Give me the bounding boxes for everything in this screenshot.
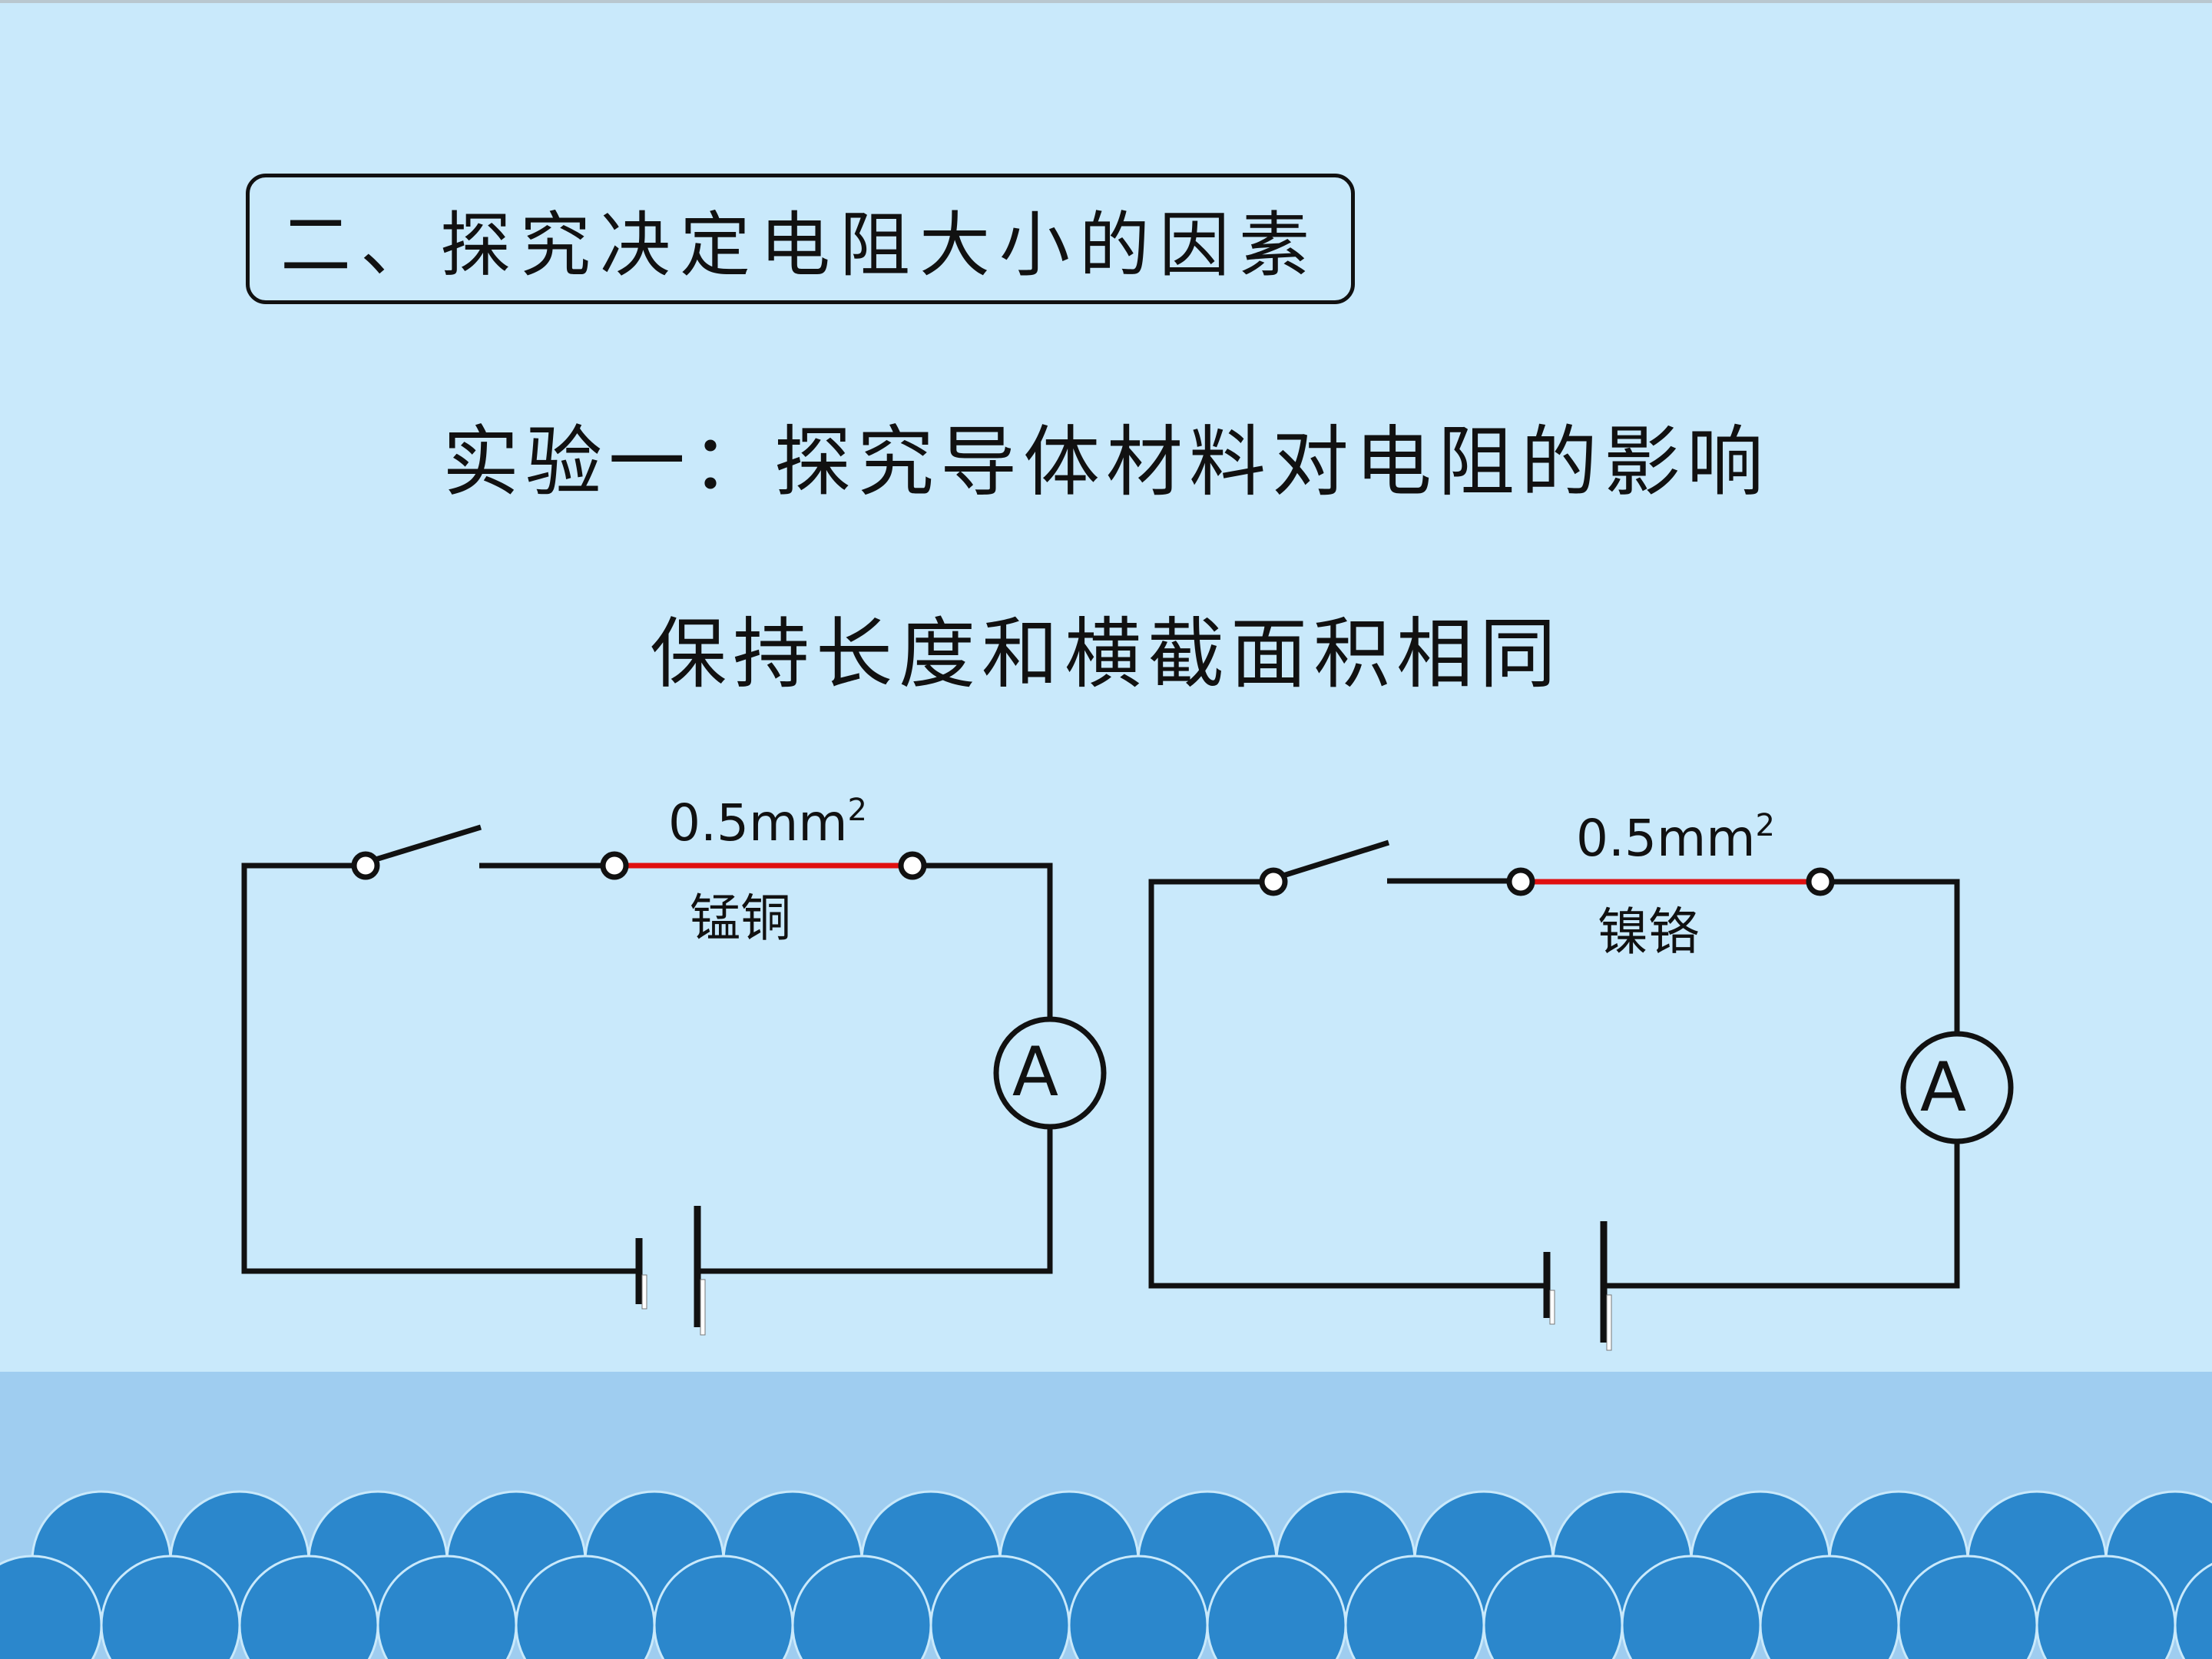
circuit-left-terminal-b — [898, 851, 927, 880]
circuit-right-wire-left — [1148, 879, 1547, 1289]
circuit-left-battery-short-shadow — [641, 1274, 647, 1310]
circuit-left-ammeter-label: A — [1012, 1032, 1058, 1111]
top-border-line — [0, 0, 2212, 3]
circuit-right-battery-long-shadow — [1606, 1294, 1612, 1351]
circuit-right-wire-bottom — [1605, 1143, 1960, 1289]
condition-text: 保持长度和横截面积相同 — [650, 609, 1562, 699]
circuit-left: A 0.5mm2 锰铜 — [241, 793, 1107, 1336]
circuit-left-wire-right — [922, 863, 1053, 1019]
circuit-left-battery-long-shadow — [700, 1279, 706, 1336]
circuit-right-battery-short-shadow — [1549, 1290, 1555, 1325]
circuit-right-ammeter[interactable] — [1900, 1031, 2014, 1144]
wave-scallop — [2174, 1562, 2212, 1659]
experiment-title: 实验一：探究导体材料对电阻的影响 — [442, 417, 1770, 507]
circuit-left-terminal-a — [600, 851, 629, 880]
circuit-left-area-label: 0.5mm2 — [668, 793, 867, 853]
circuit-right-switch-terminal — [1259, 867, 1288, 896]
section-title: 二、探究决定电阻大小的因素 — [246, 174, 1355, 304]
circuit-right-material-label: 镍铬 — [1598, 902, 1699, 962]
circuit-left-ammeter[interactable] — [993, 1016, 1107, 1130]
circuit-right-switch-blade — [1272, 839, 1390, 882]
circuit-left-material-label: 锰铜 — [690, 889, 791, 948]
circuit-left-wire-bottom — [697, 1127, 1053, 1274]
circuit-right-terminal-a — [1506, 867, 1535, 896]
circuit-right-ammeter-label: A — [1920, 1048, 1966, 1127]
circuit-right-area-label: 0.5mm2 — [1576, 808, 1775, 868]
circuit-right-wire-right — [1830, 879, 1960, 1032]
circuit-right-terminal-b — [1806, 867, 1835, 896]
wave-decoration — [0, 1490, 2212, 1659]
circuit-left-switch-terminal — [351, 851, 380, 880]
circuit-left-wire-left — [241, 863, 639, 1274]
circuit-left-switch-blade — [364, 824, 482, 866]
circuit-right: A 0.5mm2 镍铬 — [1148, 808, 2014, 1351]
wave-row-bottom — [0, 1555, 2212, 1659]
